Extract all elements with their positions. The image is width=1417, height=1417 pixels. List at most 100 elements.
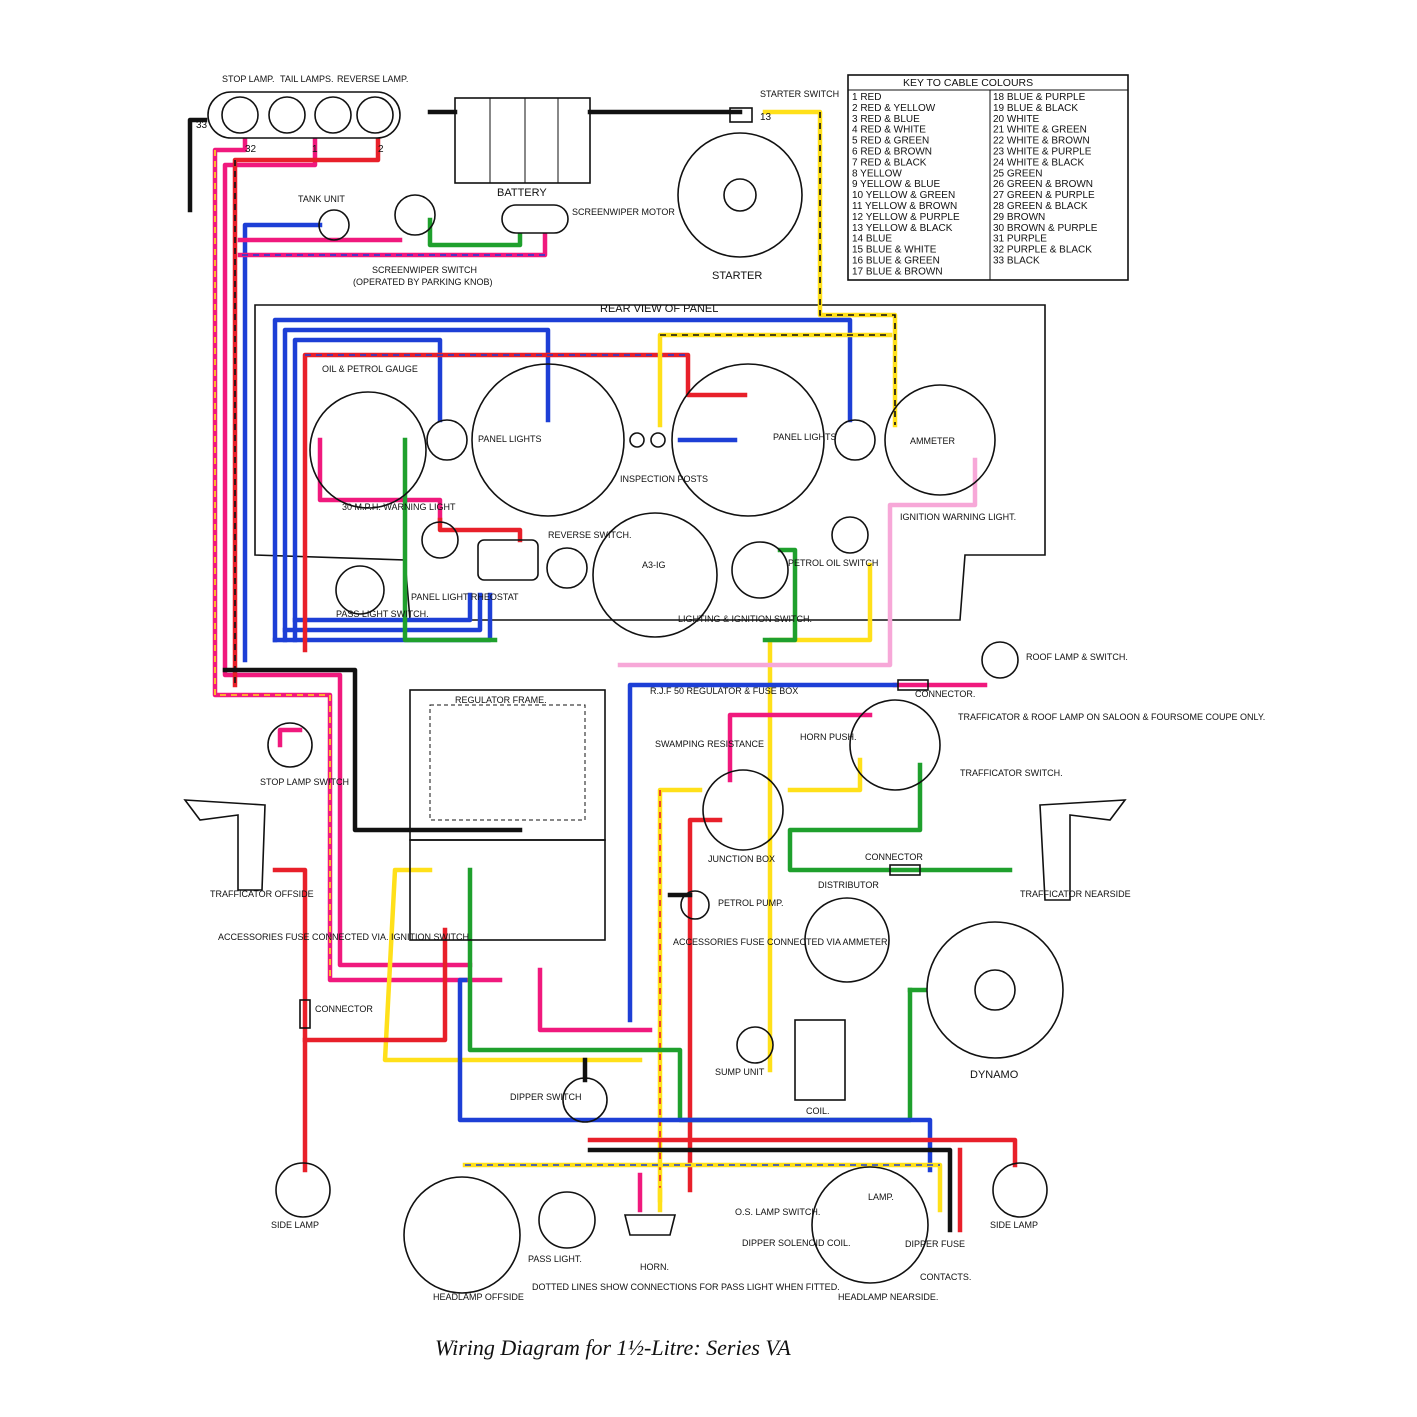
rev-counter: [671, 363, 825, 517]
lighting-ignition-switch: [592, 512, 718, 638]
key-entry: 29 BROWN: [993, 212, 1045, 223]
dipper-fuse-label: DIPPER FUSE: [905, 1239, 965, 1249]
trafficator-nearside-label: TRAFFICATOR NEARSIDE: [1020, 889, 1131, 899]
junction-box-label: JUNCTION BOX: [708, 854, 775, 864]
pass-light-switch: [335, 565, 385, 615]
petrol-pump: [680, 890, 710, 920]
trafficator-switch: [849, 699, 941, 791]
wiring-harness: [187, 109, 1018, 1233]
swamping-resistance-label: SWAMPING RESISTANCE: [655, 739, 764, 749]
ignition-warning-light-label: IGNITION WARNING LIGHT.: [900, 512, 1016, 522]
trafficator-switch-label: TRAFFICATOR SWITCH.: [960, 768, 1063, 778]
dynamo-label: DYNAMO: [970, 1069, 1019, 1081]
key-entry: 1 RED: [852, 92, 881, 103]
key-entry: 17 BLUE & BROWN: [852, 266, 943, 277]
lamp-label: LAMP.: [868, 1192, 894, 1202]
trafficator-offside-label: TRAFFICATOR OFFSIDE: [210, 889, 314, 899]
stop-lamp-switch-label: STOP LAMP SWITCH: [260, 777, 349, 787]
wire-num-33-a: 33: [196, 120, 208, 131]
inspection-posts: [629, 432, 666, 448]
roof-lamp-label: ROOF LAMP & SWITCH.: [1026, 652, 1128, 662]
petrol-oil-switch-label: PETROL OIL SWITCH: [788, 558, 878, 568]
key-entry: 31 PURPLE: [993, 234, 1047, 245]
warning-light-30: [421, 521, 459, 559]
wire-num-1-a: 1: [312, 144, 318, 155]
headlamp-offside: [403, 1176, 521, 1294]
rear-view-panel-label: REAR VIEW OF PANEL: [600, 303, 718, 315]
pass-light-label: PASS LIGHT.: [528, 1254, 582, 1264]
key-entry: 20 WHITE: [993, 114, 1039, 125]
starter-label: STARTER: [712, 270, 762, 282]
inspection-posts-label: INSPECTION POSTS: [620, 474, 708, 484]
key-entry: 22 WHITE & BROWN: [993, 136, 1090, 147]
key-entry: 16 BLUE & GREEN: [852, 256, 940, 267]
reverse-switch: [546, 547, 588, 589]
side-lamp-left: [275, 1162, 331, 1218]
reverse-lamp-label: REVERSE LAMP.: [337, 74, 408, 84]
key-entry: 11 YELLOW & BROWN: [852, 201, 957, 212]
key-entry: 21 WHITE & GREEN: [993, 125, 1087, 136]
rjf-regulator-label: R.J.F 50 REGULATOR & FUSE BOX: [650, 686, 798, 696]
side-lamp-left-label: SIDE LAMP: [271, 1220, 319, 1230]
key-entry: 13 YELLOW & BLACK: [852, 223, 953, 234]
connector-right: [889, 864, 921, 876]
ammeter-label: AMMETER: [910, 436, 956, 446]
stop-tail-reverse-lamps: [207, 91, 401, 139]
dotted-lines-note: DOTTED LINES SHOW CONNECTIONS FOR PASS L…: [532, 1282, 840, 1292]
screenwiper-switch-note: (OPERATED BY PARKING KNOB): [353, 277, 493, 287]
connector-left-label: CONNECTOR: [315, 1004, 373, 1014]
roof-lamp: [981, 641, 1019, 679]
key-entry: 23 WHITE & PURPLE: [993, 147, 1092, 158]
oil-petrol-gauge: [309, 391, 427, 509]
side-lamp-right-label: SIDE LAMP: [990, 1220, 1038, 1230]
starter-switch-label: STARTER SWITCH: [760, 89, 839, 99]
key-entry: 10 YELLOW & GREEN: [852, 190, 955, 201]
key-entry: 26 GREEN & BROWN: [993, 179, 1093, 190]
regulator-frame-label: REGULATOR FRAME.: [455, 695, 547, 705]
screenwiper-motor-label: SCREENWIPER MOTOR: [572, 207, 675, 217]
key-entry: 4 RED & WHITE: [852, 125, 926, 136]
lighting-ignition-switch-label: LIGHTING & IGNITION SWITCH.: [678, 614, 812, 624]
key-entry: 3 RED & BLUE: [852, 114, 920, 125]
headlamp-nearside-label: HEADLAMP NEARSIDE.: [838, 1292, 938, 1302]
key-entry: 5 RED & GREEN: [852, 136, 929, 147]
tank-unit: [318, 209, 350, 241]
panel-lights-label-2: PANEL LIGHTS: [773, 432, 837, 442]
sump-unit-label: SUMP UNIT: [715, 1067, 765, 1077]
cable-colour-key: [847, 74, 1129, 281]
speedometer: [471, 363, 625, 517]
panel-light-rheostat: [477, 539, 539, 581]
dipper-switch-label: DIPPER SWITCH: [510, 1092, 582, 1102]
headlamp-nearside: [811, 1166, 929, 1284]
petrol-pump-label: PETROL PUMP.: [718, 898, 784, 908]
key-entry: 30 BROWN & PURPLE: [993, 223, 1098, 234]
battery-label: BATTERY: [497, 187, 547, 199]
connector-label-top: CONNECTOR.: [915, 689, 975, 699]
panel-light-right: [834, 419, 876, 461]
sump-unit: [736, 1026, 774, 1064]
oil-petrol-gauge-label: OIL & PETROL GAUGE: [322, 364, 418, 374]
accessories-fuse-ign-label: ACCESSORIES FUSE CONNECTED VIA. IGNITION…: [218, 932, 472, 942]
key-entry: 12 YELLOW & PURPLE: [852, 212, 960, 223]
screenwiper-motor: [501, 204, 569, 234]
ignition-warning-light: [831, 516, 869, 554]
a3-ig-label: A3-IG: [642, 560, 666, 570]
os-lamp-switch-label: O.S. LAMP SWITCH.: [735, 1207, 820, 1217]
screenwiper-switch-label: SCREENWIPER SWITCH: [372, 265, 477, 275]
horn-label: HORN.: [640, 1262, 669, 1272]
petrol-oil-switch: [731, 541, 789, 599]
junction-box: [702, 769, 784, 851]
tank-unit-label: TANK UNIT: [298, 194, 345, 204]
key-entry: 25 GREEN: [993, 168, 1042, 179]
reverse-switch-label: REVERSE SWITCH.: [548, 530, 632, 540]
connector-right-label: CONNECTOR: [865, 852, 923, 862]
key-entry: 14 BLUE: [852, 234, 892, 245]
regulator-fuse-box: [409, 689, 606, 941]
key-entry: 18 BLUE & PURPLE: [993, 92, 1086, 103]
key-title: KEY TO CABLE COLOURS: [903, 77, 1033, 89]
trafficator-nearside: [1039, 799, 1127, 901]
horn-push-label: HORN PUSH.: [800, 732, 857, 742]
key-entry: 32 PURPLE & BLACK: [993, 245, 1092, 256]
